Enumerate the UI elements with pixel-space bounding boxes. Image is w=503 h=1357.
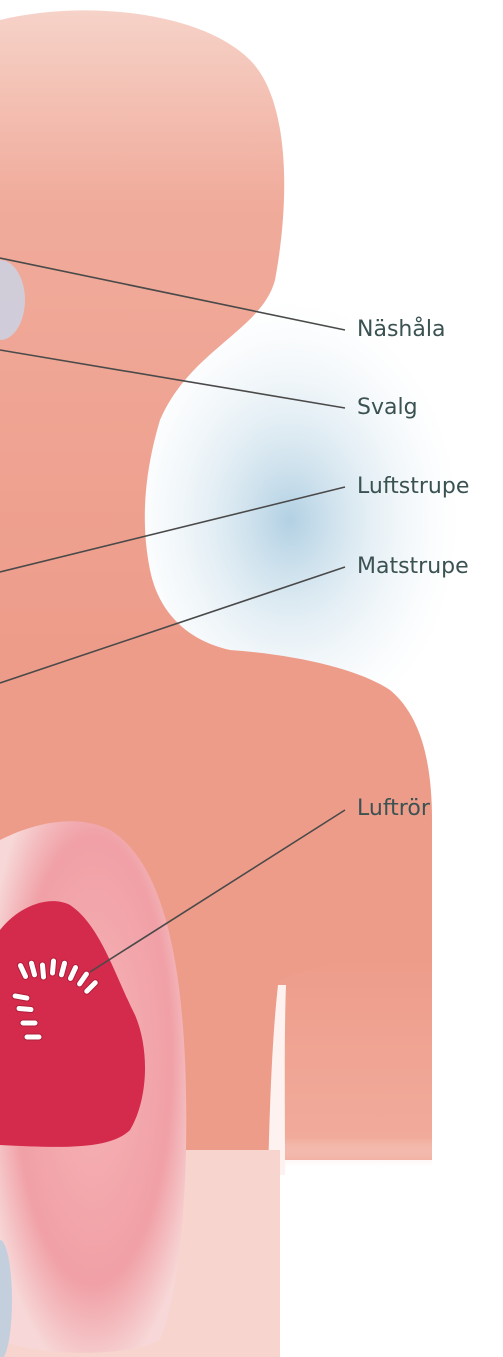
- label-nashala: Näshåla: [357, 317, 445, 343]
- label-luftror: Luftrör: [357, 796, 430, 822]
- label-luftstrupe: Luftstrupe: [357, 474, 469, 500]
- label-matstrupe: Matstrupe: [357, 554, 469, 580]
- label-svalg: Svalg: [357, 395, 418, 421]
- arm-shape: [280, 956, 432, 1170]
